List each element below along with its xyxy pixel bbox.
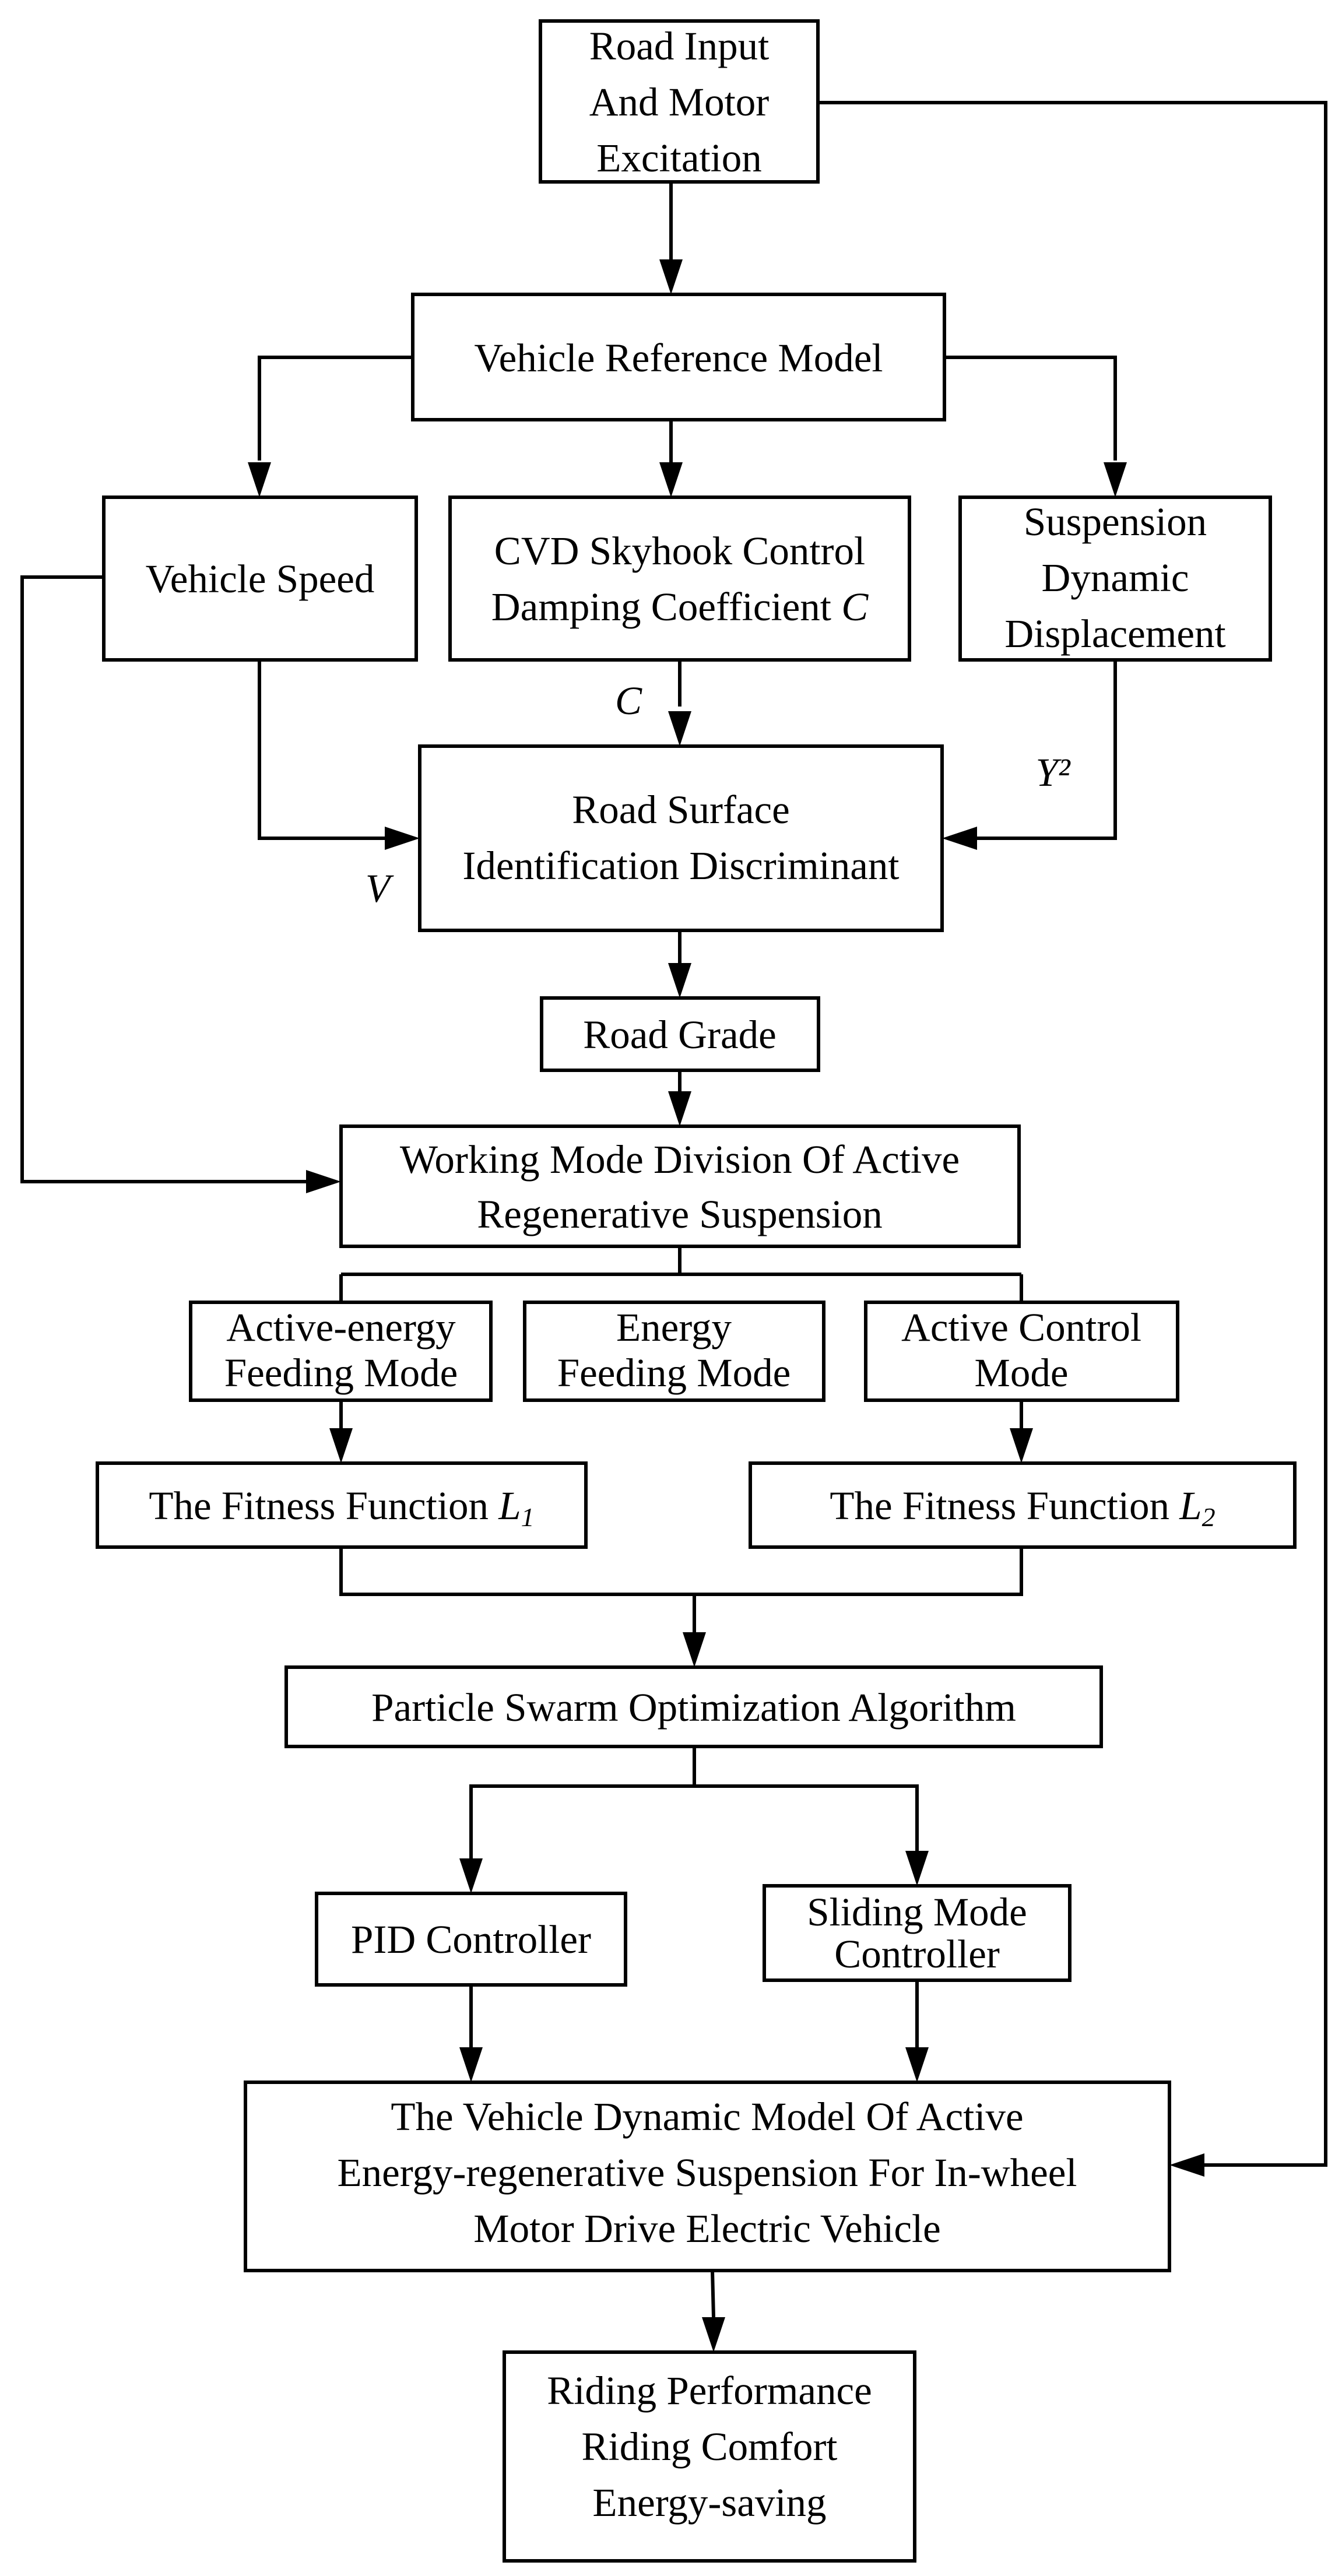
edge-reference-to-suspension-displacement bbox=[944, 356, 1117, 461]
fitness-l1-text: The Fitness Function bbox=[149, 1484, 498, 1528]
outputs-line-1: Riding Performance bbox=[547, 2368, 872, 2413]
suspension-line-2: Dynamic bbox=[1042, 556, 1189, 600]
node-pso bbox=[284, 1665, 1103, 1748]
arrow-left-dynamic-model bbox=[1169, 2153, 1204, 2177]
arrow-down-working-mode bbox=[668, 1091, 691, 1126]
node-vehicle-dynamic-model bbox=[244, 2081, 1171, 2272]
arrow-left-road-surface-y2 bbox=[942, 827, 977, 850]
dynamic-model-line-3: Motor Drive Electric Vehicle bbox=[473, 2206, 941, 2251]
road-surface-line-1: Road Surface bbox=[572, 788, 790, 832]
arrow-down-fitness-l1 bbox=[329, 1428, 353, 1463]
road-surface-line-2: Identification Discriminant bbox=[462, 844, 899, 888]
arrow-down-dynamic-model-right bbox=[905, 2047, 929, 2082]
labels: Road Input And Motor Excitation Vehicle … bbox=[146, 24, 1226, 2525]
fitness-l2-subscript: 2 bbox=[1202, 1502, 1215, 1532]
smc-line-1: Sliding Mode bbox=[807, 1890, 1027, 1934]
fitness-l1-subscript: 1 bbox=[521, 1502, 535, 1532]
dynamic-model-line-2: Energy-regenerative Suspension For In-wh… bbox=[337, 2150, 1077, 2195]
cvd-skyhook-line-1: CVD Skyhook Control bbox=[494, 529, 865, 573]
active-energy-line-1: Active-energy bbox=[226, 1305, 456, 1349]
cvd-skyhook-symbol-c: C bbox=[841, 585, 869, 629]
road-input-line-1: Road Input bbox=[589, 24, 770, 68]
node-cvd-skyhook bbox=[448, 495, 911, 662]
edge-label-y2: Y² bbox=[1035, 750, 1070, 795]
vehicle-speed-label: Vehicle Speed bbox=[146, 557, 375, 601]
edge-label-v: V bbox=[366, 866, 394, 911]
node-road-surface-identification bbox=[418, 744, 944, 932]
arrow-down-suspension-displacement bbox=[1104, 462, 1127, 497]
arrow-down-cvd-skyhook bbox=[659, 462, 683, 497]
arrow-down-pid bbox=[459, 1858, 483, 1893]
node-road-grade bbox=[540, 996, 820, 1072]
fitness-l2-symbol: L bbox=[1179, 1484, 1202, 1528]
node-active-energy-feeding-mode bbox=[189, 1301, 493, 1402]
road-grade-label: Road Grade bbox=[583, 1013, 776, 1057]
active-control-line-2: Mode bbox=[975, 1351, 1069, 1395]
arrow-down-outputs bbox=[702, 2317, 725, 2352]
arrow-right-working-mode bbox=[306, 1170, 341, 1193]
cvd-skyhook-line-2-text: Damping Coefficient bbox=[491, 585, 841, 629]
node-energy-feeding-mode bbox=[523, 1301, 825, 1402]
connectors bbox=[20, 101, 1327, 2318]
node-suspension-displacement bbox=[958, 495, 1272, 662]
fitness-l1-label: The Fitness Function L1 bbox=[149, 1484, 534, 1532]
pid-controller-label: PID Controller bbox=[351, 1917, 591, 1962]
fitness-l2-label: The Fitness Function L2 bbox=[830, 1484, 1215, 1532]
arrow-down-reference-model bbox=[659, 259, 683, 294]
suspension-line-1: Suspension bbox=[1024, 500, 1207, 544]
edge-label-c: C bbox=[615, 679, 642, 723]
arrow-down-fitness-l2 bbox=[1010, 1428, 1033, 1463]
dynamic-model-line-1: The Vehicle Dynamic Model Of Active bbox=[391, 2094, 1023, 2139]
node-fitness-l2 bbox=[749, 1461, 1297, 1549]
road-input-line-3: Excitation bbox=[596, 136, 762, 180]
arrow-down-smc bbox=[905, 1851, 929, 1886]
arrow-down-road-surface bbox=[668, 711, 691, 746]
fitness-l2-text: The Fitness Function bbox=[830, 1484, 1179, 1528]
arrow-right-road-surface-v bbox=[385, 827, 420, 850]
node-road-input bbox=[539, 19, 820, 184]
outputs-line-3: Energy-saving bbox=[592, 2480, 826, 2525]
arrow-down-pso bbox=[683, 1632, 706, 1667]
active-control-line-1: Active Control bbox=[901, 1305, 1141, 1349]
node-outputs bbox=[503, 2350, 916, 2563]
arrow-down-road-grade bbox=[668, 963, 691, 998]
edge-speed-to-road-surface bbox=[258, 660, 385, 840]
edge-pso-branches bbox=[469, 1784, 919, 1858]
node-working-mode-division bbox=[339, 1124, 1021, 1248]
road-input-line-2: And Motor bbox=[589, 80, 770, 124]
edge-fitness-join bbox=[339, 1547, 1023, 1596]
node-vehicle-speed bbox=[102, 495, 418, 662]
node-active-control-mode bbox=[864, 1301, 1179, 1402]
node-vehicle-reference-model bbox=[411, 293, 946, 421]
edge-suspension-to-road-surface bbox=[977, 660, 1117, 840]
energy-feeding-line-2: Feeding Mode bbox=[557, 1351, 791, 1395]
arrowheads bbox=[248, 259, 1204, 2352]
pso-label: Particle Swarm Optimization Algorithm bbox=[371, 1685, 1016, 1730]
working-mode-line-1: Working Mode Division Of Active bbox=[400, 1137, 960, 1182]
node-sliding-mode-controller bbox=[763, 1884, 1072, 1982]
reference-model-label: Vehicle Reference Model bbox=[474, 336, 883, 380]
arrow-down-vehicle-speed bbox=[248, 462, 271, 497]
edge-reference-to-vehicle-speed bbox=[258, 356, 413, 461]
energy-feeding-line-1: Energy bbox=[616, 1305, 732, 1349]
arrow-down-dynamic-model-left bbox=[459, 2047, 483, 2082]
smc-line-2: Controller bbox=[834, 1932, 1000, 1976]
active-energy-line-2: Feeding Mode bbox=[224, 1351, 458, 1395]
outputs-line-2: Riding Comfort bbox=[582, 2424, 838, 2469]
node-fitness-l1 bbox=[96, 1461, 588, 1549]
edge-speed-to-working-mode bbox=[20, 575, 306, 1183]
edge-road-input-to-dynamic-model bbox=[818, 101, 1327, 2167]
suspension-line-3: Displacement bbox=[1004, 612, 1225, 656]
cvd-skyhook-line-2: Damping Coefficient C bbox=[491, 585, 869, 629]
boxes bbox=[96, 19, 1297, 2563]
node-pid-controller bbox=[315, 1892, 627, 1987]
edge-dynamic-model-to-outputs bbox=[711, 2270, 715, 2318]
fitness-l1-symbol: L bbox=[498, 1484, 521, 1528]
working-mode-line-2: Regenerative Suspension bbox=[477, 1192, 883, 1236]
